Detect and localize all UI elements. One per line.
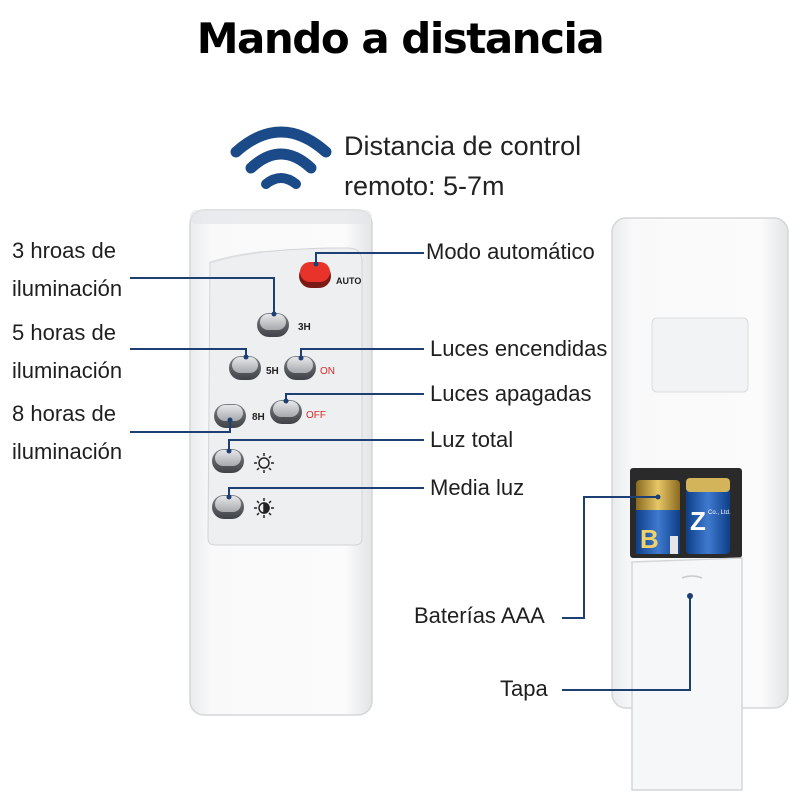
3h-button[interactable]: 3H: [257, 313, 311, 337]
on-button[interactable]: ON: [284, 356, 335, 380]
auto-button[interactable]: AUTO: [299, 262, 361, 288]
control-range-text: Distancia de control remoto: 5-7m: [344, 126, 581, 206]
label-3h-line2: iluminación: [12, 276, 123, 301]
callout-8h: [130, 420, 231, 433]
callout-3h: [130, 277, 275, 314]
half-light-button[interactable]: [212, 495, 244, 519]
3h-button-label: 3H: [298, 322, 311, 333]
label-half-light: Media luz: [430, 475, 525, 500]
full-light-button[interactable]: [212, 449, 244, 473]
battery-mark: Co., Ltd.: [708, 510, 731, 516]
callout-on: [300, 348, 424, 358]
control-range-line1: Distancia de control: [344, 131, 582, 161]
5h-button-label: 5H: [266, 366, 279, 377]
sun-icon: [254, 453, 274, 473]
label-3h: 3 hroas de iluminación: [12, 232, 122, 308]
callout-cover: [562, 596, 691, 691]
label-lights-off: Luces apagadas: [430, 381, 592, 406]
5h-button[interactable]: 5H: [229, 356, 279, 380]
battery-aaa: Z Co., Ltd.: [686, 478, 731, 554]
8h-button[interactable]: 8H: [214, 404, 265, 428]
label-5h-line1: 5 horas de: [12, 320, 116, 345]
label-8h-line1: 8 horas de: [12, 401, 116, 426]
wifi-signal-icon: [230, 126, 332, 189]
control-range-line2: remoto: 5-7m: [344, 171, 505, 201]
callout-5h: [130, 348, 247, 357]
battery-brand-a: B: [640, 524, 659, 554]
callout-battery: [562, 496, 658, 619]
battery-cover: [631, 557, 743, 791]
half-sun-icon: [254, 498, 274, 518]
page-title: Mando a distancia: [196, 14, 605, 63]
callout-lines: [130, 252, 691, 691]
off-button-label: OFF: [306, 410, 326, 421]
label-5h: 5 horas de iluminación: [12, 314, 122, 390]
8h-button-label: 8H: [252, 412, 265, 423]
label-full-light: Luz total: [430, 427, 514, 452]
label-auto-mode: Modo automático: [426, 239, 595, 264]
remote-back: B Z Co., Ltd.: [611, 217, 789, 791]
callout-half: [228, 487, 424, 497]
on-button-label: ON: [320, 366, 335, 377]
label-8h: 8 horas de iluminación: [12, 395, 122, 471]
label-lights-on: Luces encendidas: [430, 336, 608, 361]
callout-auto: [315, 252, 424, 264]
auto-button-label: AUTO: [336, 276, 361, 286]
label-batteries: Baterías AAA: [414, 603, 545, 628]
label-8h-line2: iluminación: [12, 439, 123, 464]
battery-brand-b: Z: [690, 506, 706, 536]
label-3h-line1: 3 hroas de: [12, 238, 116, 263]
callout-full: [228, 439, 424, 451]
label-5h-line2: iluminación: [12, 358, 123, 383]
label-cover: Tapa: [500, 676, 548, 701]
off-button[interactable]: OFF: [270, 400, 326, 424]
